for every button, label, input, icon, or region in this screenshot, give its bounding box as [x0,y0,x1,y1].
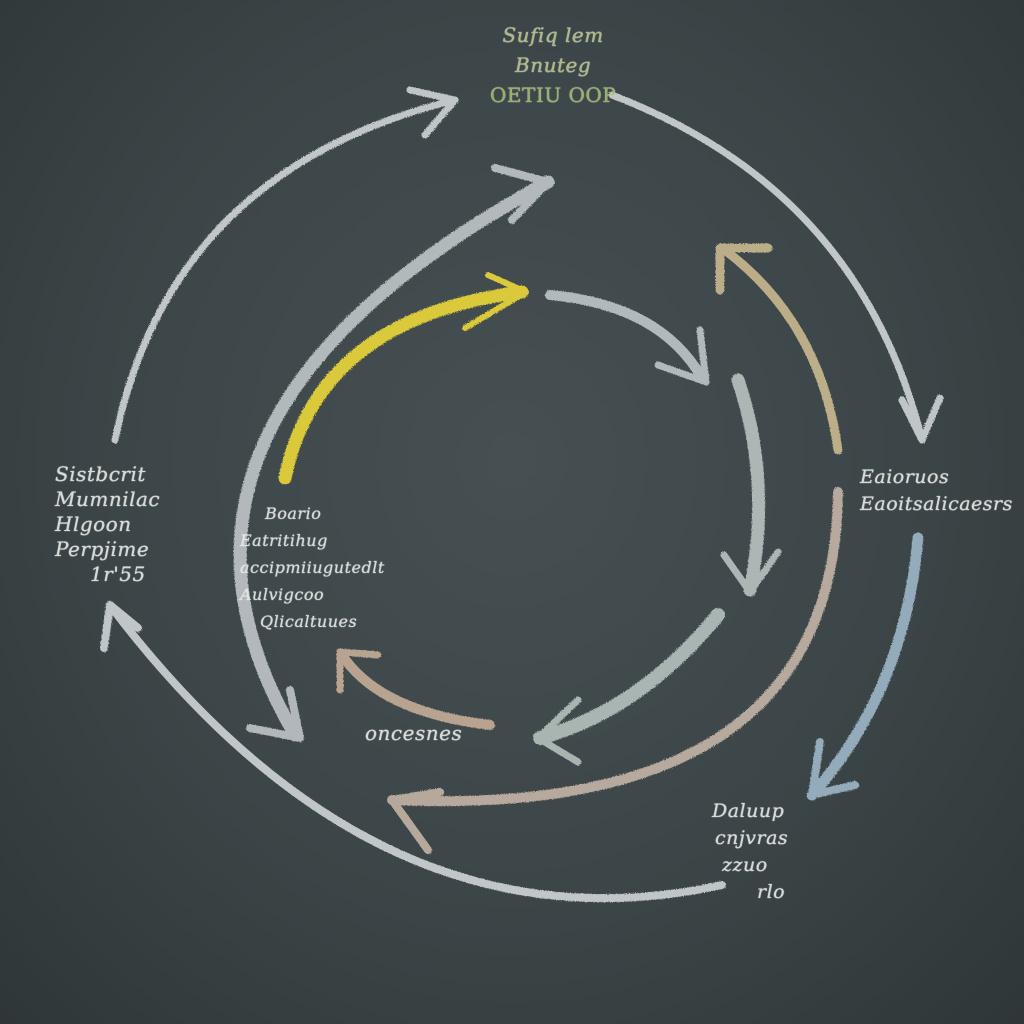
arrow-outer-top-right [608,91,944,444]
label-line: Sistbcrit [55,462,146,486]
label-line: Perpjime [55,537,150,561]
label-line: Daluup [712,800,785,822]
arrow-inner-bottom [533,608,725,766]
arrow-inner-tan [336,648,495,730]
label-line: Eaoitsalicaesrs [860,493,1013,515]
label-line: rlo [757,881,786,903]
label-right: Eaioruos Eaoitsalicaesrs [860,464,1013,518]
label-line: Qlicaltuues [260,612,358,631]
label-line: OETIU OOP [490,83,617,107]
label-line: Bnuteg [515,53,592,77]
label-line: accipmiiugutedlt [240,558,385,577]
arrow-inner-top-right [545,290,710,386]
arrow-tan-upper-right [715,243,843,455]
arrow-outer-left [111,86,459,444]
label-center: Boario Eatritihug accipmiiugutedlt Aulvi… [240,500,385,635]
label-line: Sufiq lem [502,23,604,47]
arrow-tan-lower [387,487,843,854]
label-line: Eaioruos [860,466,950,488]
label-line: Hlgoon [55,512,132,536]
arrow-inner-right [720,373,782,597]
label-line: Boario [265,504,322,523]
arrow-yellow [278,272,529,485]
arrow-second-left [233,164,555,742]
arrow-outer-bottom [100,601,726,903]
label-bottom-center: oncesnes [365,722,462,745]
label-line: zzuo [722,854,768,876]
label-top: Sufiq lem Bnuteg OETIU OOP [490,20,616,110]
label-line: oncesnes [365,721,463,745]
label-left: Sistbcrit Mumnilac Hlgoon Perpjime 1r'55 [55,462,160,587]
label-line: Mumnilac [55,487,161,511]
label-bottom-right: Daluup cnjvras zzuo rlo [712,798,788,906]
label-line: Aulvigcoo [240,585,325,604]
arrow-blue-right [806,532,924,801]
label-line: cnjvras [715,827,789,849]
label-line: Eatritihug [240,531,328,550]
label-line: 1r'55 [90,562,146,586]
